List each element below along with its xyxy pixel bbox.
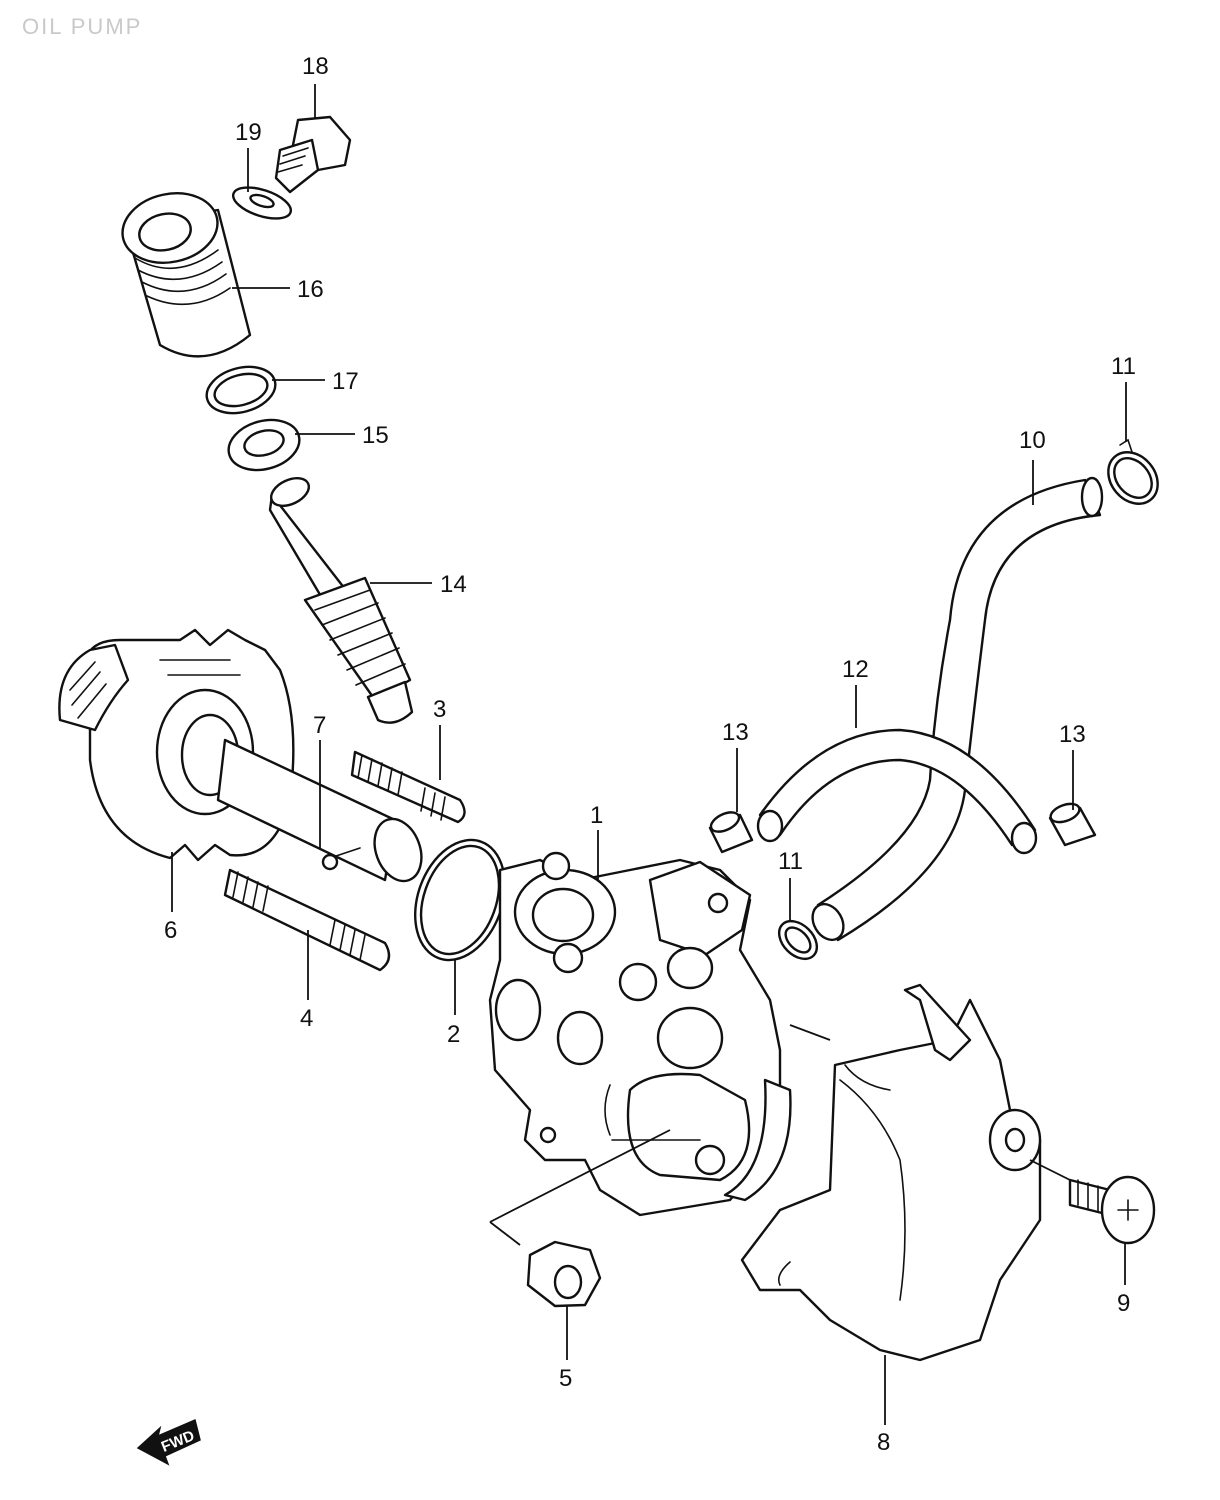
callout-12: 12 (842, 656, 869, 683)
callout-18: 18 (302, 53, 329, 80)
diagram-title: OIL PUMP (22, 14, 143, 39)
part-18-bolt (274, 115, 352, 194)
part-16-sleeve (121, 192, 252, 358)
part-15-washer (227, 418, 301, 472)
part-19-washer (231, 186, 293, 220)
callout-11-lower: 11 (778, 848, 803, 875)
callout-4: 4 (300, 1005, 313, 1032)
callout-5: 5 (559, 1365, 572, 1392)
leader-lines (171, 84, 1127, 1425)
part-4-stud (223, 868, 391, 972)
callout-11-upper: 11 (1111, 353, 1136, 380)
part-13-joint-right (1048, 802, 1097, 847)
part-6-drive-gear (58, 628, 295, 862)
callout-13-left: 13 (722, 719, 749, 746)
callout-6: 6 (164, 917, 177, 944)
callout-8: 8 (877, 1429, 890, 1456)
callout-3: 3 (433, 696, 446, 723)
forward-direction-arrow: FWD (136, 1418, 201, 1466)
callout-2: 2 (447, 1021, 460, 1048)
part-17-o-ring (205, 365, 277, 415)
part-10-hose (811, 476, 1104, 942)
part-5-nut (526, 1240, 602, 1308)
callout-16: 16 (297, 276, 324, 303)
part-2-o-ring (413, 838, 507, 962)
callout-10: 10 (1019, 427, 1046, 454)
part-11-clamp-lower (777, 919, 819, 961)
part-12-hose (756, 728, 1038, 855)
callout-19: 19 (235, 119, 262, 146)
part-1-oil-pump-body (488, 851, 792, 1217)
part-7-shaft (216, 738, 423, 883)
callout-9: 9 (1117, 1290, 1130, 1317)
callout-labels: 18 19 16 17 15 14 3 7 6 4 2 1 5 8 9 10 1… (164, 53, 1136, 1456)
callout-14: 14 (440, 571, 467, 598)
part-9-screw (1068, 1175, 1156, 1245)
part-14-drive-shaft (268, 477, 414, 724)
part-8-cover (740, 983, 1042, 1362)
callout-13-right: 13 (1059, 721, 1086, 748)
fwd-label: FWD (159, 1427, 197, 1456)
part-11-clamp-upper (1107, 438, 1159, 505)
callout-15: 15 (362, 422, 389, 449)
callout-17: 17 (332, 368, 359, 395)
callout-7: 7 (313, 712, 326, 739)
part-13-joint-left (708, 811, 754, 854)
part-3-stud (350, 750, 466, 824)
callout-1: 1 (590, 802, 603, 829)
